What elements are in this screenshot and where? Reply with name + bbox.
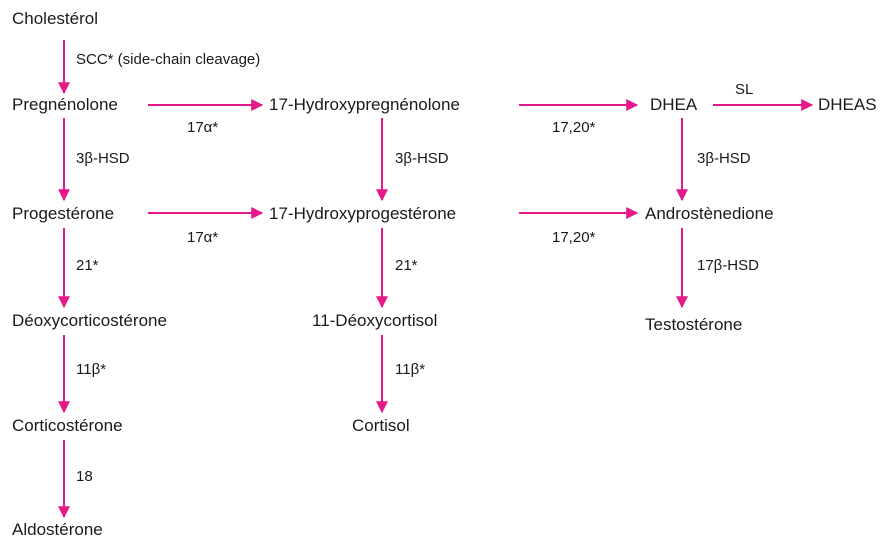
enzyme-label-17b-hsd: 17β-HSD [697, 257, 759, 274]
node-corticosterone: Corticostérone [12, 416, 123, 435]
node-17-hydroxypregnenolone: 17-Hydroxypregnénolone [269, 95, 460, 114]
enzyme-label-21-mid: 21* [395, 257, 418, 274]
enzyme-label-11b-left: 11β* [76, 361, 107, 378]
enzyme-label-3b-hsd-mid: 3β-HSD [395, 150, 449, 167]
enzyme-label-sl: SL [735, 81, 754, 98]
enzyme-label-3b-hsd-right: 3β-HSD [697, 150, 751, 167]
enzyme-label-11b-mid: 11β* [395, 361, 426, 378]
enzyme-label-17-20-bottom: 17,20* [552, 229, 596, 246]
enzyme-label-21-left: 21* [76, 257, 99, 274]
enzyme-label-17a-top: 17α* [187, 119, 219, 136]
enzyme-label-17-20-top: 17,20* [552, 119, 596, 136]
node-aldosterone: Aldostérone [12, 520, 103, 539]
node-dhea: DHEA [650, 95, 698, 114]
node-progesterone: Progestérone [12, 204, 115, 223]
node-cholesterol: Cholestérol [12, 9, 98, 28]
enzyme-label-3b-hsd-left: 3β-HSD [76, 150, 130, 167]
node-17-hydroxyprogesterone: 17-Hydroxyprogestérone [269, 204, 457, 223]
enzyme-label-18: 18 [76, 468, 93, 485]
node-testosterone: Testostérone [645, 315, 743, 334]
node-pregnenolone: Pregnénolone [12, 95, 118, 114]
node-11-deoxycortisol: 11-Déoxycortisol [312, 311, 438, 330]
node-androstenedione: Androstènedione [645, 204, 774, 223]
node-cortisol: Cortisol [352, 416, 410, 435]
enzyme-label-17a-bottom: 17α* [187, 229, 219, 246]
node-deoxycorticosterone: Déoxycorticostérone [12, 311, 167, 330]
enzyme-label-scc: SCC* (side-chain cleavage) [76, 51, 261, 68]
node-dheas: DHEAS [818, 95, 877, 114]
